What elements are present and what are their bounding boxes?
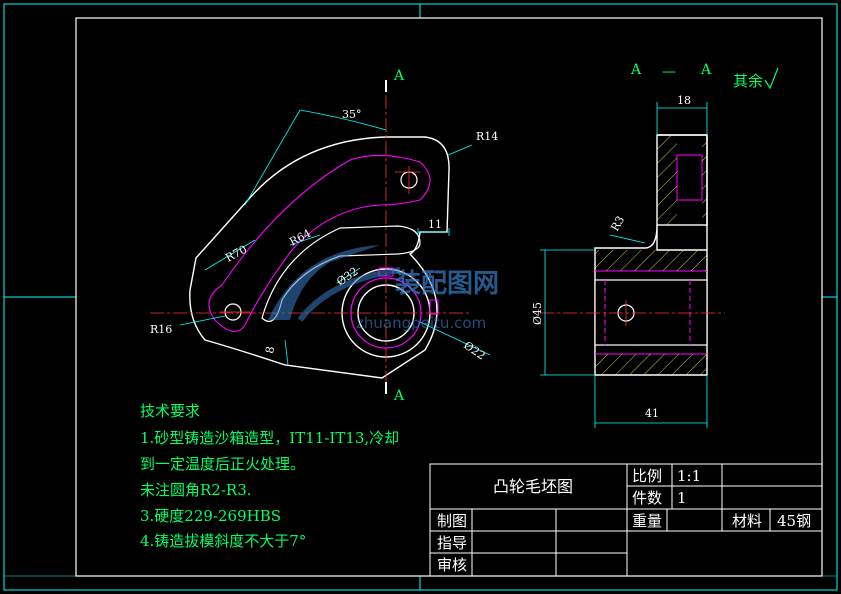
front-view — [150, 80, 470, 394]
r3-leader — [609, 234, 646, 244]
section-label-b: A — [700, 62, 712, 78]
hatch-arm-left — [657, 135, 677, 225]
watermark-logo-arc — [297, 267, 401, 322]
tech-req-title: 技术要求 — [140, 402, 201, 420]
roughness-icon — [764, 67, 779, 90]
drawn-by-label: 制图 — [437, 512, 467, 530]
weight-label: 重量 — [632, 512, 662, 530]
cam-outline — [189, 136, 450, 379]
dim-r64: R64 — [287, 227, 313, 249]
hatch-hub-bottom — [595, 354, 707, 375]
dim-11: 11 — [428, 218, 442, 231]
material-label: 材料 — [732, 512, 762, 530]
dim-d22: Ø22 — [461, 339, 487, 363]
section-dimensions — [540, 102, 708, 428]
r16-leader — [179, 315, 226, 326]
cut-label-top: A — [393, 68, 405, 84]
d22-leader — [419, 321, 491, 356]
dim-r3: R3 — [608, 214, 627, 234]
title-block-frame — [429, 463, 823, 577]
hatch-arm-right — [702, 135, 707, 225]
quantity-label: 件数 — [632, 489, 662, 507]
scale-value: 1:1 — [677, 467, 701, 485]
scale-label: 比例 — [632, 467, 662, 485]
cut-label-bottom: A — [393, 388, 405, 404]
bore-section — [594, 279, 708, 346]
dim-41: 41 — [645, 407, 659, 420]
dim-r14: R14 — [476, 130, 498, 143]
angle-arc — [299, 109, 387, 131]
r14-leader — [447, 144, 473, 156]
tech-req-item-3: 未注圆角R2-R3. — [140, 481, 252, 499]
front-dimensions — [179, 109, 491, 366]
cam-groove — [208, 154, 431, 332]
angle-leg — [244, 109, 301, 206]
guided-by-label: 指导 — [437, 534, 467, 552]
watermark — [268, 245, 401, 322]
dim-d45: Ø45 — [531, 302, 544, 325]
dim-angle: 35° — [342, 108, 362, 121]
r64-leader — [289, 234, 321, 246]
tech-req-item-5: 4.铸造拔模斜度不大于7° — [140, 532, 307, 550]
dim-18: 18 — [677, 94, 691, 107]
section-label-a: A — [630, 62, 642, 78]
watermark-text: 装配图网 — [395, 269, 499, 299]
dim-8: 8 — [263, 345, 277, 354]
title-block — [429, 463, 823, 577]
keyway-right — [429, 299, 439, 315]
checked-by-label: 审核 — [437, 556, 467, 574]
dim-8-line — [284, 339, 289, 366]
section-label-dash: — — [662, 64, 676, 80]
watermark-logo-swoosh — [268, 245, 380, 320]
tech-req-item-2: 到一定温度后正火处理。 — [140, 455, 306, 473]
hatch-hub-top — [595, 250, 707, 271]
tech-req-item-4: 3.硬度229-269HBS — [140, 507, 282, 525]
arm-groove — [676, 154, 703, 201]
drawing-name: 凸轮毛坯图 — [493, 477, 573, 496]
dim-r16: R16 — [150, 323, 172, 336]
quantity-value: 1 — [677, 489, 687, 507]
d32-leader — [336, 267, 361, 284]
watermark-url: zhuangpeitu.com — [356, 314, 486, 332]
surface-note: 其余 — [733, 72, 763, 90]
tech-req-item-1: 1.砂型铸造沙箱造型，IT11-IT13,冷却 — [140, 429, 400, 447]
r70-leader — [204, 239, 256, 271]
material-value: 45钢 — [777, 512, 811, 530]
